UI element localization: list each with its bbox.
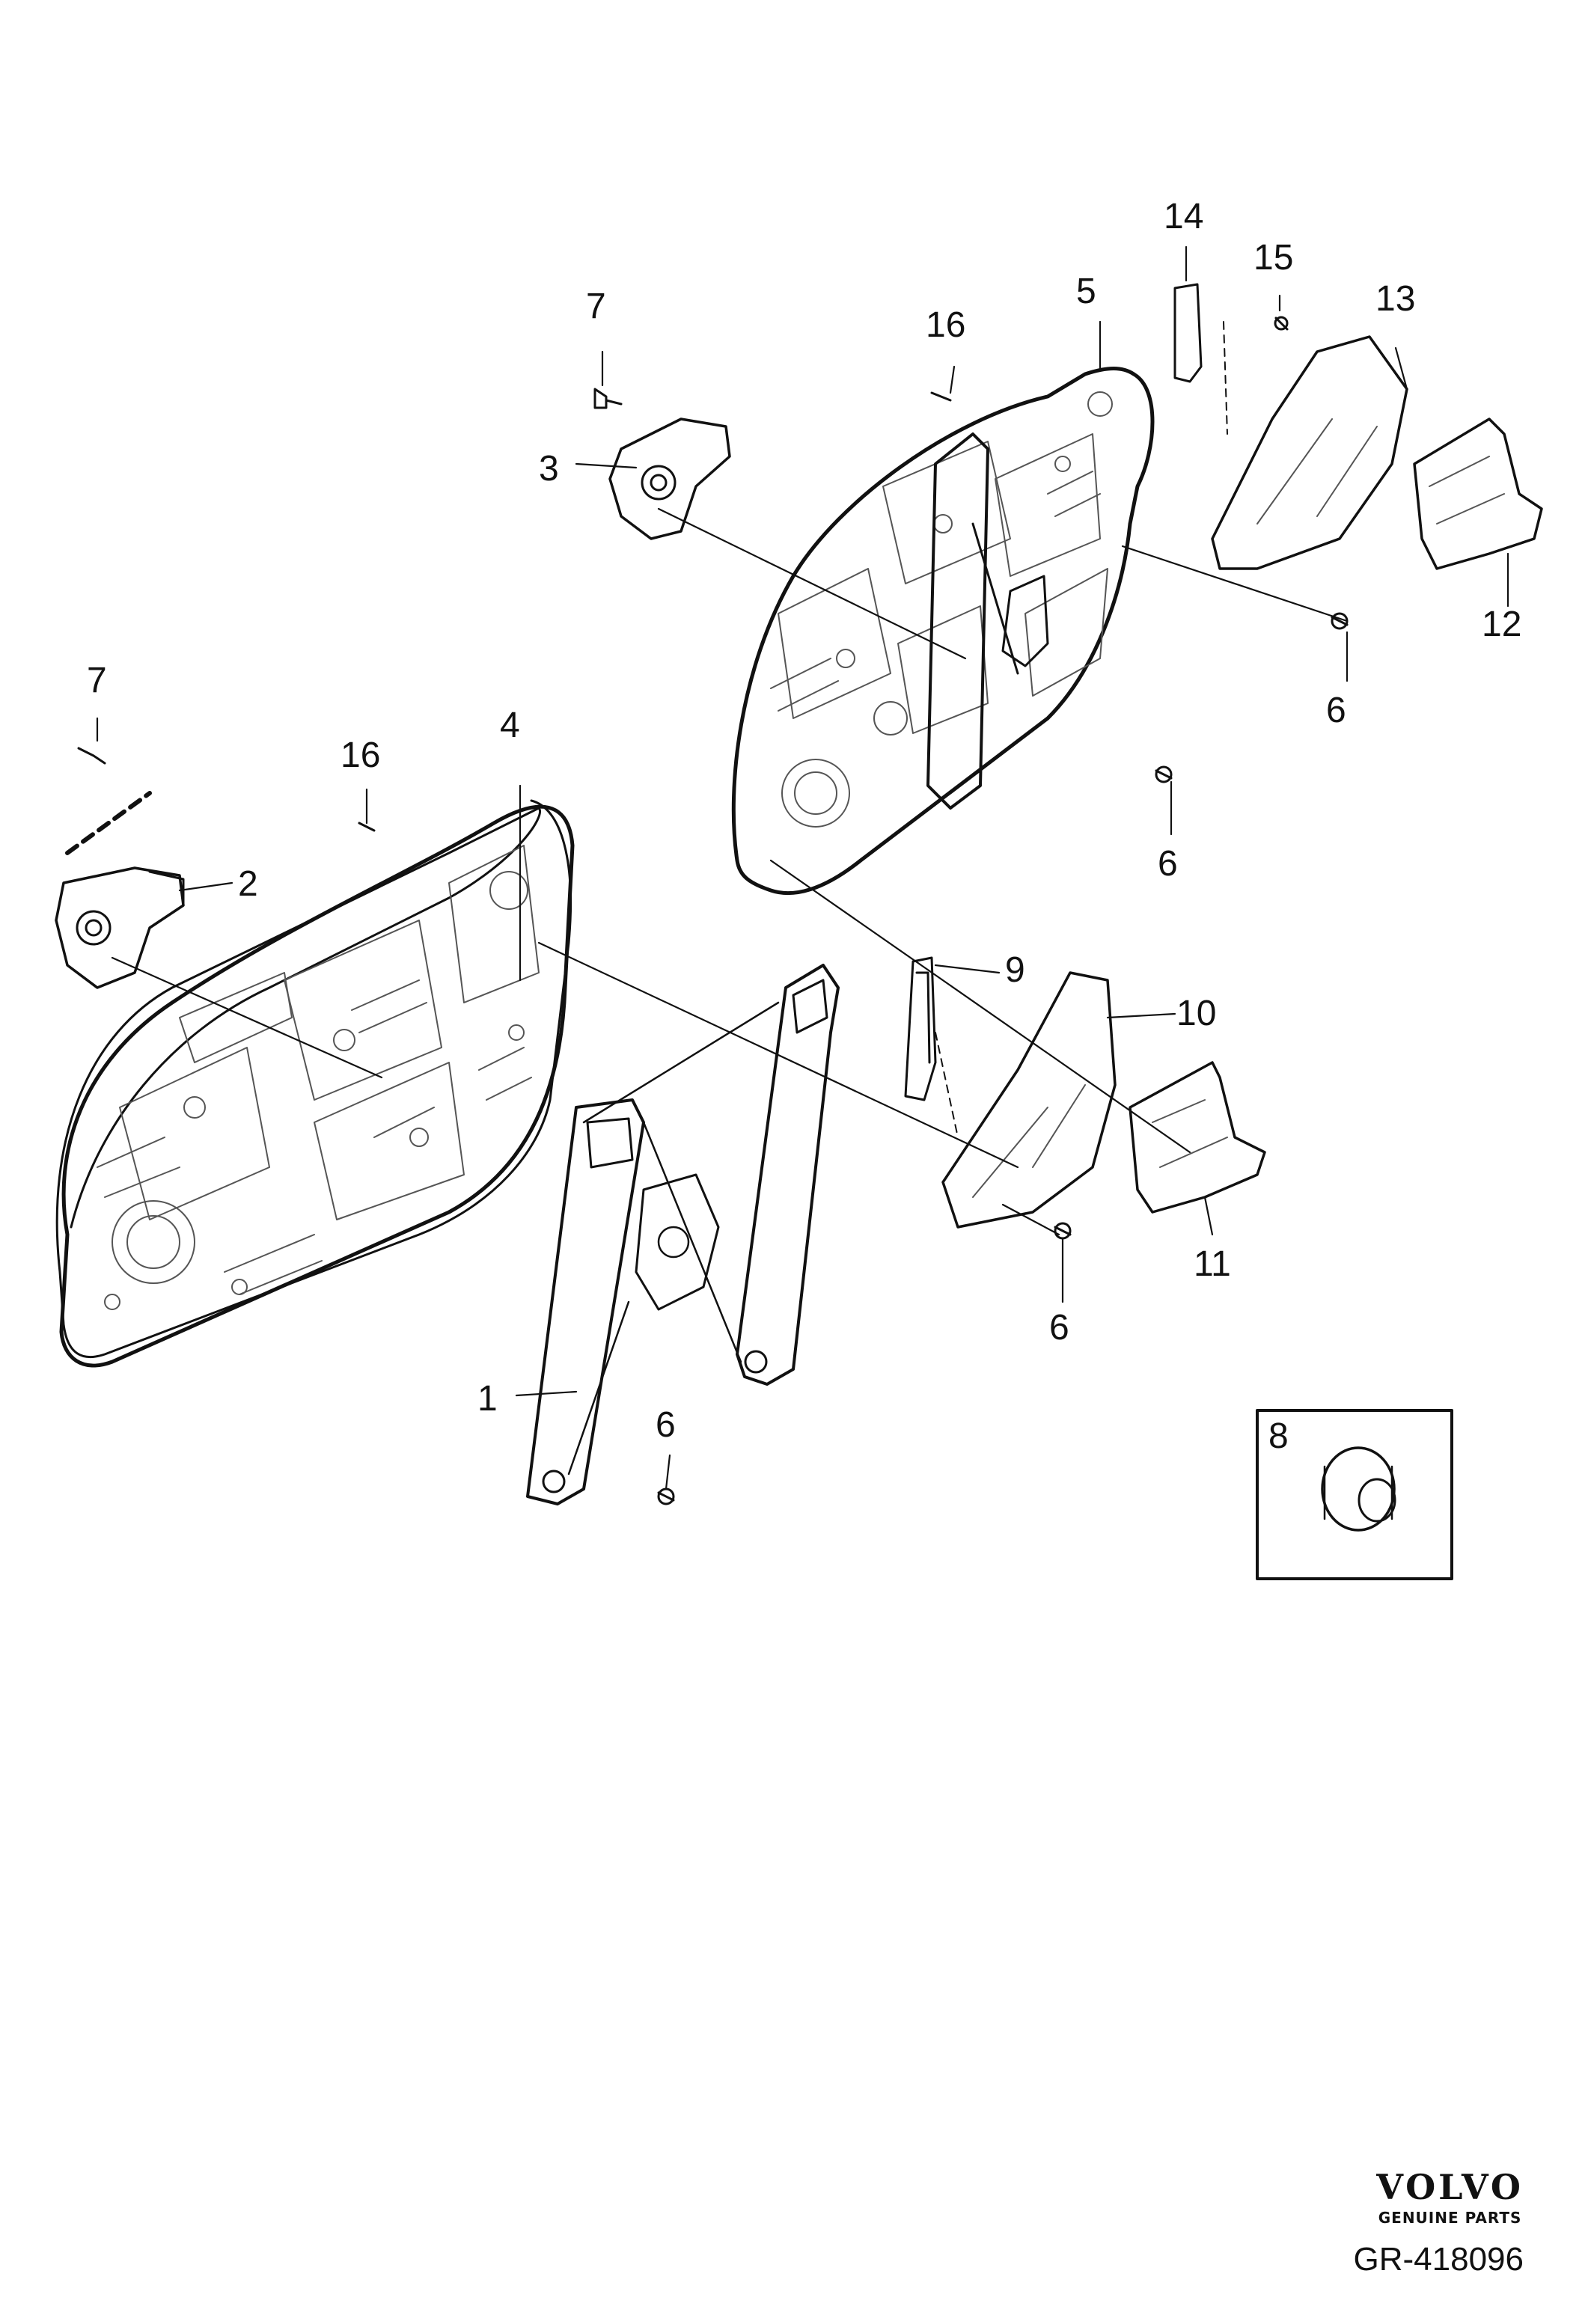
callout-12: 12 (1482, 605, 1521, 644)
callout-6-front-bracket: 6 (1049, 1308, 1069, 1348)
trim-bracket-rear (1413, 418, 1543, 570)
callout-1: 1 (477, 1379, 498, 1419)
genuine-parts-text: GENUINE PARTS (1378, 2209, 1522, 2227)
callout-11: 11 (1194, 1244, 1231, 1284)
callout-2: 2 (238, 864, 258, 904)
dashed-guides (65, 791, 152, 855)
callout-15: 15 (1253, 238, 1293, 278)
callout-16-front: 16 (341, 736, 380, 775)
callout-14: 14 (1164, 197, 1203, 236)
callout-9: 9 (1005, 950, 1025, 990)
window-regulator (526, 964, 840, 1505)
callout-6-regulator: 6 (656, 1405, 676, 1445)
volvo-logo-text: VOLVO (1376, 2167, 1524, 2207)
volvo-brand-mark: VOLVO GENUINE PARTS (1376, 2170, 1524, 2227)
callout-13: 13 (1375, 279, 1415, 319)
door-module-carrier-front (55, 799, 575, 1368)
callout-8: 8 (1268, 1416, 1289, 1456)
leader-lines (96, 245, 1509, 1490)
bracket-front (941, 971, 1117, 1229)
door-module-carrier-rear (731, 367, 1155, 896)
callout-7-rear: 7 (586, 287, 606, 326)
callout-16-rear: 16 (926, 305, 965, 345)
glass-channel-rear (1173, 283, 1203, 383)
part-8-detail-box (1256, 1409, 1453, 1580)
window-motor-rear (608, 418, 731, 540)
glass-channel-front (904, 956, 937, 1101)
callout-3: 3 (539, 449, 559, 489)
callout-5: 5 (1076, 272, 1096, 311)
trim-bracket-front (1129, 1061, 1266, 1214)
callout-4: 4 (500, 706, 520, 745)
window-motor-front (55, 866, 185, 989)
bracket-rear (1211, 335, 1408, 570)
callout-6-rear-lower: 6 (1158, 844, 1178, 884)
callout-labels: 1 2 3 4 5 6 6 6 6 7 7 8 9 10 11 12 13 14… (87, 197, 1521, 1456)
callout-7-front: 7 (87, 661, 107, 700)
callout-6-rear-upper: 6 (1326, 691, 1346, 730)
callout-10: 10 (1176, 994, 1216, 1033)
screw-fasteners (77, 316, 1349, 1505)
figure-id: GR-418096 (1353, 2241, 1524, 2278)
